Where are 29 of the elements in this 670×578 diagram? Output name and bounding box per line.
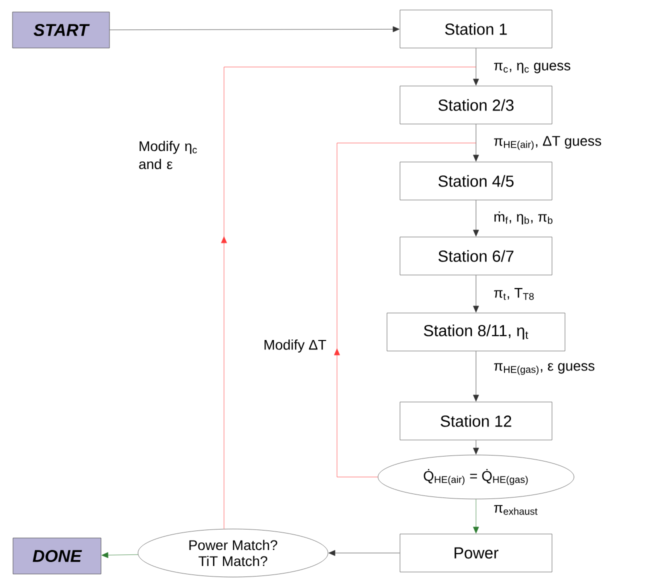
edge-label: π$_{exhaust}$ bbox=[494, 505, 538, 515]
edge-label: π$_{HE(air)}$, ΔT guess bbox=[494, 136, 602, 150]
process-box: Station 1 bbox=[400, 10, 552, 48]
process-box: Power bbox=[400, 534, 552, 572]
arrow bbox=[473, 124, 479, 162]
process-box: Station 4/5 bbox=[400, 162, 552, 200]
edge-label: ṁ$_{f}$, η$_{b}$, π$_{b}$ bbox=[494, 211, 552, 225]
process-box: Station 12 bbox=[400, 402, 552, 440]
process-box: Station 6/7 bbox=[400, 236, 552, 276]
arrow bbox=[110, 26, 400, 32]
arrow bbox=[473, 499, 479, 534]
arrow bbox=[473, 275, 479, 312]
terminal-box: START bbox=[12, 12, 110, 48]
edge-label: Modify η$_{c}$ and ε bbox=[139, 140, 197, 170]
feedback-arrow bbox=[221, 66, 476, 529]
edge-label: Modify ΔT bbox=[264, 339, 326, 353]
edge-label: π$_{t}$, T$_{T8}$ bbox=[494, 288, 534, 300]
arrow bbox=[473, 200, 479, 236]
feedback-arrow bbox=[334, 142, 476, 478]
arrow bbox=[473, 351, 479, 402]
arrow bbox=[473, 48, 479, 86]
terminal-box: DONE bbox=[12, 538, 102, 574]
edge-label: π$_{c}$, η$_{c}$ guess bbox=[494, 62, 570, 74]
arrow bbox=[102, 552, 138, 558]
process-box: Station 8/11, η$_{t}$ bbox=[386, 312, 566, 352]
arrow bbox=[473, 440, 479, 454]
process-box: Station 2/3 bbox=[400, 86, 552, 124]
arrow bbox=[328, 550, 400, 556]
edge-label: π$_{HE(gas)}$, ε guess bbox=[494, 363, 594, 375]
